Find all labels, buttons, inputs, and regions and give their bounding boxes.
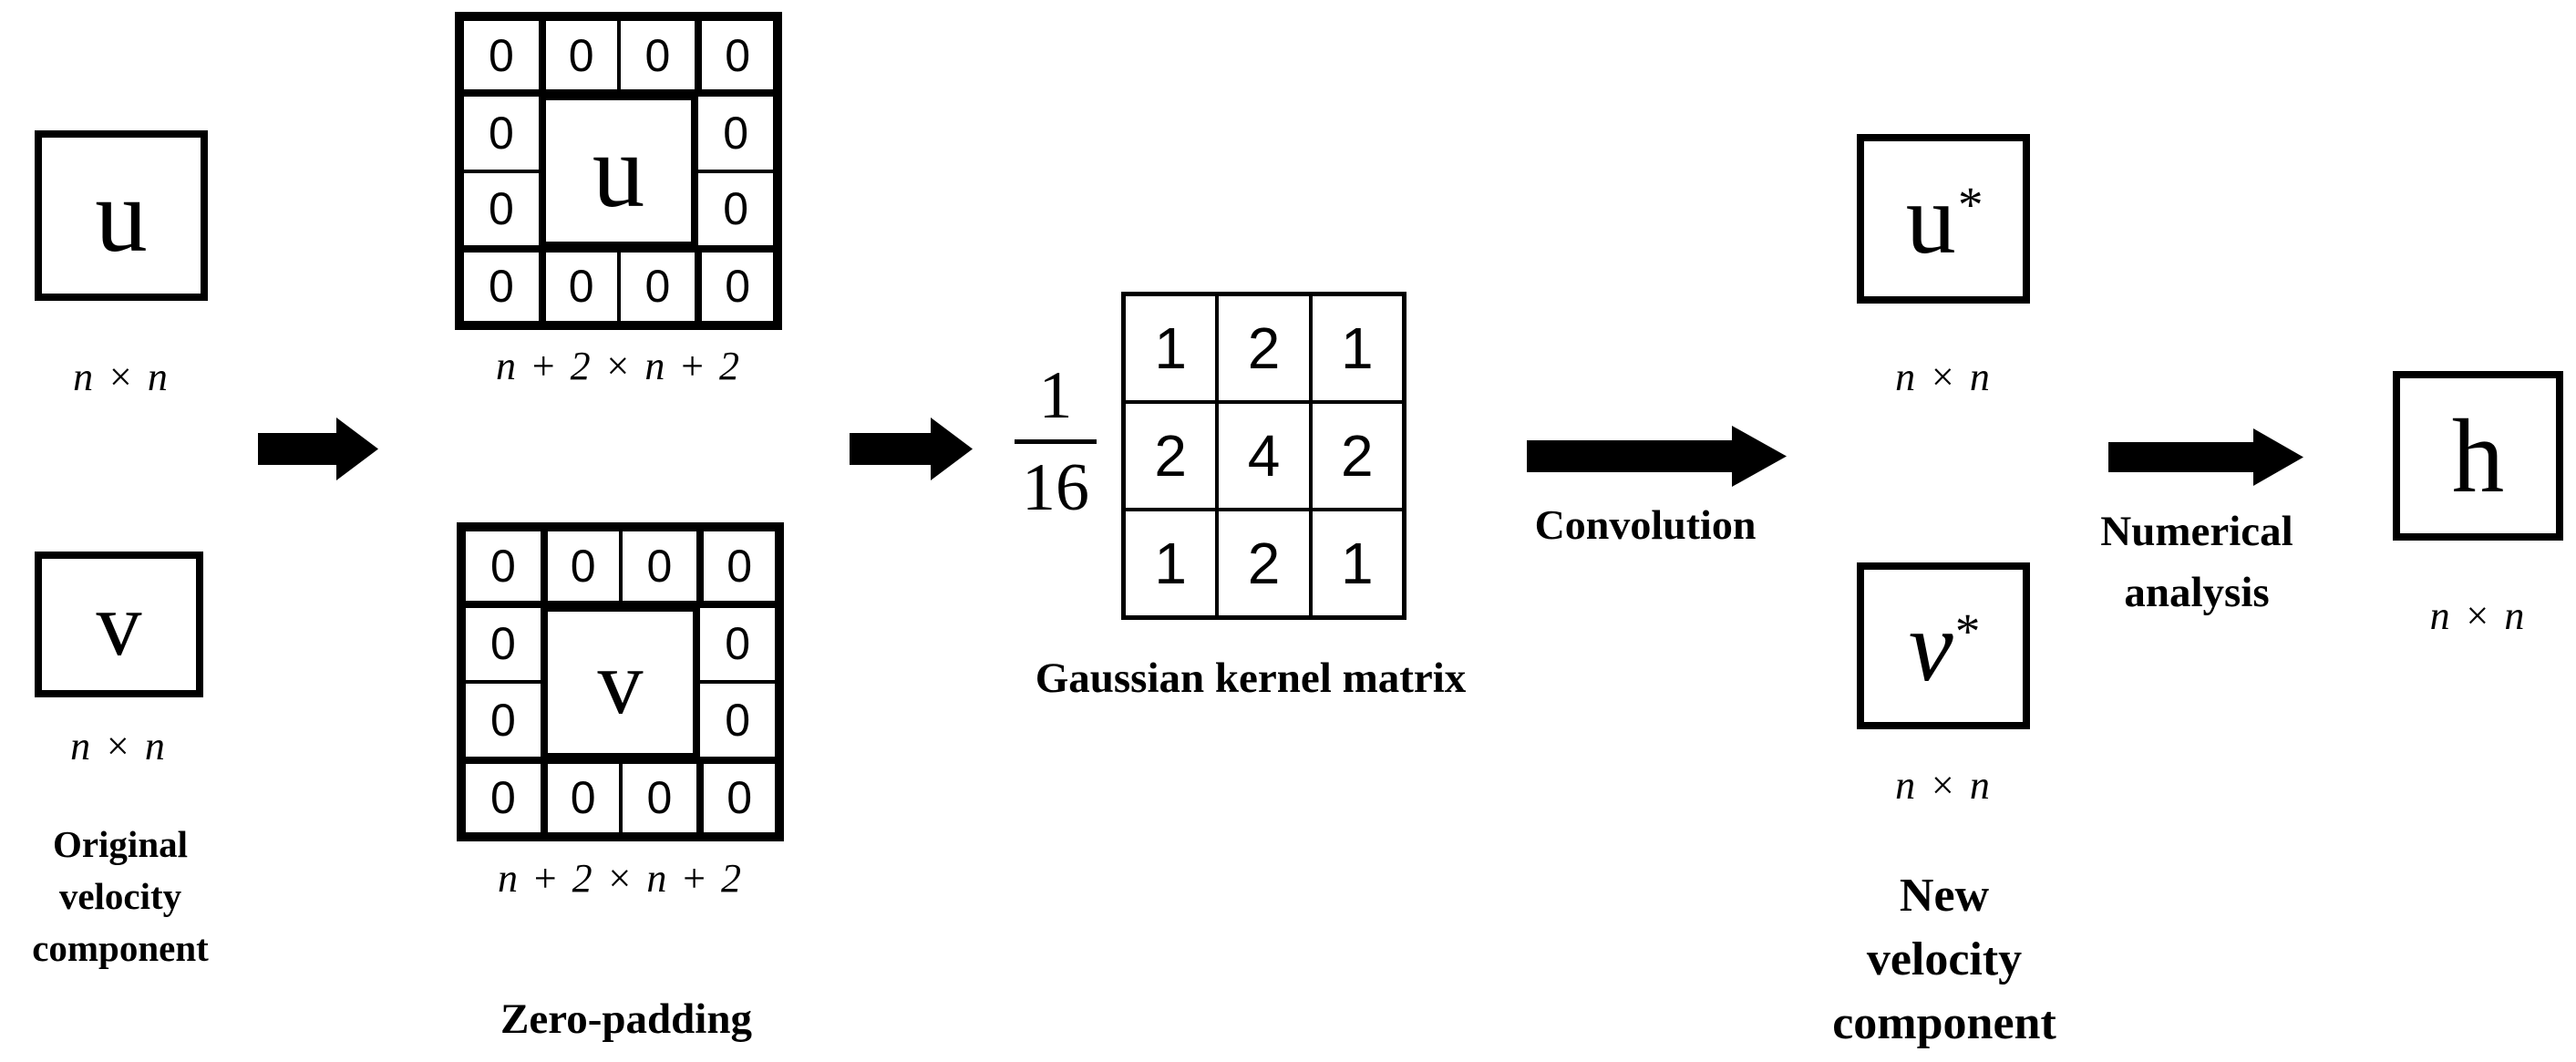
numerical-analysis-arrow-icon	[2108, 428, 2303, 486]
zero-cell: 0	[541, 758, 621, 834]
zero-cell: 0	[620, 530, 699, 606]
kernel-value-cell: 4	[1217, 402, 1311, 510]
zero-cell: 0	[464, 605, 542, 682]
zero-cell: 0	[698, 605, 777, 682]
flow-arrow-icon	[850, 418, 973, 480]
zero-cell: 0	[618, 246, 697, 323]
v-star-label: v*	[1908, 590, 1981, 702]
zero-cell: 0	[464, 682, 542, 758]
caption-line: velocity	[1866, 933, 2023, 985]
zero-cell: 0	[540, 19, 619, 96]
v-matrix-label: v	[96, 573, 142, 675]
u-star-size: n × n	[1895, 355, 1992, 399]
coefficient-denominator: 16	[1022, 449, 1089, 525]
zero-cell: 0	[696, 19, 775, 96]
zero-padding-caption: Zero-padding	[500, 995, 752, 1043]
original-velocity-caption: Original velocity component	[1, 819, 240, 974]
zero-cell: 0	[696, 246, 775, 323]
kernel-value-cell: 2	[1217, 510, 1311, 617]
zero-cell: 0	[698, 682, 777, 758]
v-star-size: n × n	[1895, 763, 1992, 808]
h-matrix-size: n × n	[2429, 593, 2527, 638]
h-matrix-label: h	[2451, 397, 2505, 514]
v-star-box: v*	[1857, 562, 2030, 729]
new-velocity-caption: New velocity component	[1826, 864, 2063, 1056]
zero-cell: 0	[541, 530, 621, 606]
zero-cell: 0	[540, 246, 619, 323]
kernel-value-cell: 2	[1217, 294, 1311, 402]
zero-cell: 0	[696, 170, 775, 247]
zero-cell: 0	[462, 19, 541, 96]
zero-cell: 0	[464, 758, 542, 834]
zero-cell: 0	[696, 95, 775, 171]
convolution-label: Convolution	[1534, 501, 1757, 548]
zero-cell: 0	[462, 95, 541, 171]
caption-line: New	[1899, 870, 1990, 922]
h-matrix-box: h	[2393, 371, 2563, 541]
u-star-label: u*	[1905, 163, 1984, 274]
v-matrix-box: v	[35, 552, 203, 697]
kernel-coefficient: 1 16	[1010, 358, 1101, 525]
padded-center-cell: u	[540, 95, 697, 247]
caption-line: component	[1832, 997, 2056, 1049]
padded-center-cell: v	[541, 605, 699, 758]
kernel-value-cell: 1	[1310, 294, 1404, 402]
zero-cell: 0	[464, 530, 542, 606]
caption-line: Numerical	[2100, 508, 2293, 555]
kernel-value-cell: 2	[1310, 402, 1404, 510]
flow-arrow-icon	[258, 418, 378, 480]
u-star-box: u*	[1857, 134, 2030, 304]
kernel-value-cell: 2	[1124, 402, 1218, 510]
kernel-value-cell: 1	[1310, 510, 1404, 617]
zero-padded-v-size: n + 2 × n + 2	[497, 856, 744, 901]
zero-cell: 0	[618, 19, 697, 96]
caption-line: Original	[52, 823, 189, 865]
kernel-value-cell: 1	[1124, 294, 1218, 402]
caption-line: analysis	[2124, 569, 2270, 616]
zero-padded-u-size: n + 2 × n + 2	[495, 344, 742, 388]
caption-line: component	[32, 927, 209, 969]
zero-cell: 0	[462, 246, 541, 323]
u-star-superscript: *	[1957, 176, 1984, 232]
zero-cell: 0	[698, 758, 777, 834]
convolution-arrow-icon	[1527, 426, 1787, 487]
v-matrix-size: n × n	[70, 724, 167, 768]
kernel-value-cell: 1	[1124, 510, 1218, 617]
coefficient-numerator: 1	[1038, 358, 1073, 433]
u-matrix-label: u	[95, 158, 148, 273]
caption-line: velocity	[58, 875, 182, 917]
fraction-bar	[1015, 438, 1097, 444]
u-matrix-size: n × n	[73, 355, 170, 399]
zero-cell: 0	[462, 170, 541, 247]
gaussian-kernel-caption: Gaussian kernel matrix	[1035, 655, 1467, 702]
numerical-analysis-label: Numerical analysis	[2083, 501, 2311, 624]
v-star-superscript: *	[1954, 603, 1981, 660]
zero-cell: 0	[698, 530, 777, 606]
zero-cell: 0	[620, 758, 699, 834]
u-matrix-box: u	[35, 130, 208, 301]
